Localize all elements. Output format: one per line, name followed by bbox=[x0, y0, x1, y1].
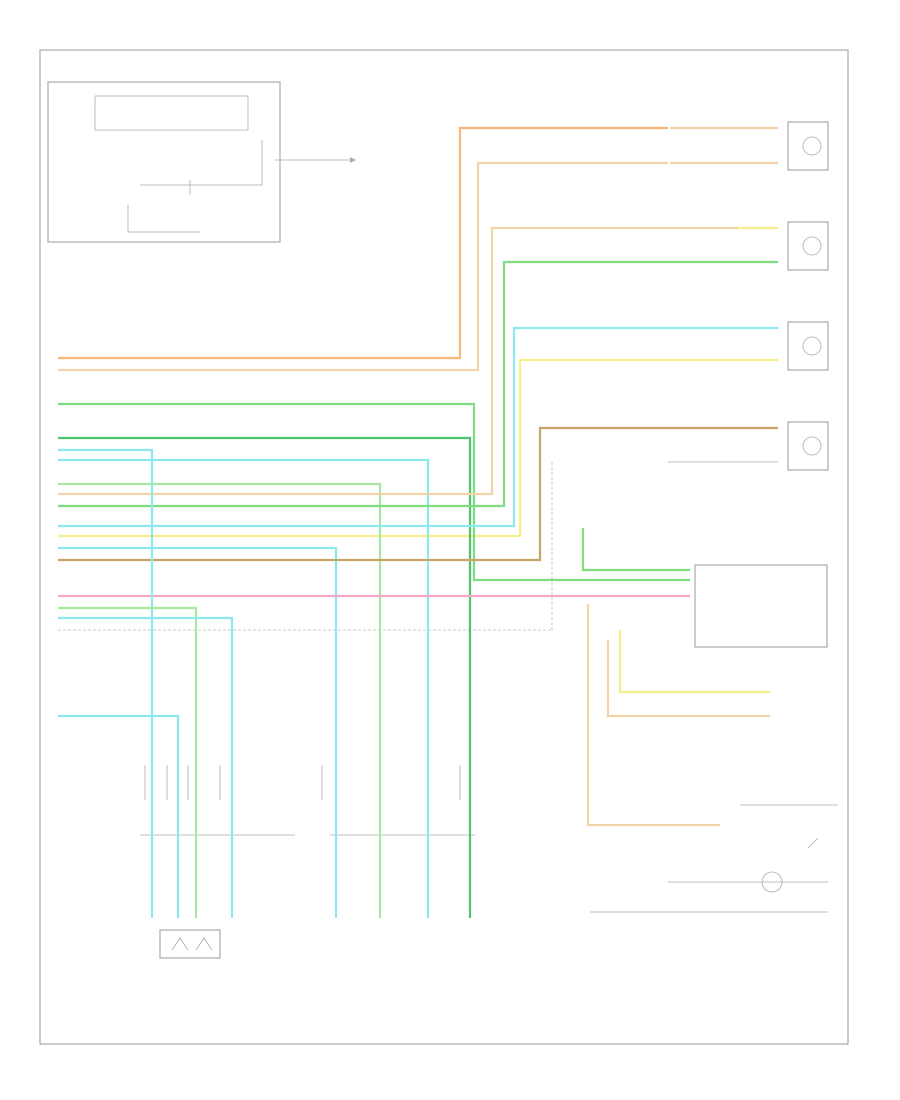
wheel-speed-sensor-rr bbox=[787, 421, 829, 471]
wire-brown-rf bbox=[58, 426, 668, 562]
wire-yellow-seat bbox=[618, 630, 770, 694]
module-connector-block bbox=[551, 462, 828, 648]
traction-control-switch bbox=[668, 837, 828, 893]
steering-wheel-switch-assembly bbox=[140, 834, 295, 959]
connector-stubs bbox=[144, 765, 461, 800]
wheel-speed-sensor-rf bbox=[787, 221, 829, 271]
wire-lightblue-sw3 bbox=[58, 714, 180, 918]
instrument-panel-cluster bbox=[47, 81, 356, 243]
wire-tan-rr bbox=[58, 161, 668, 372]
wire-lightgreen-1 bbox=[58, 482, 382, 918]
wire-tan-2 bbox=[58, 226, 738, 496]
arrow-icon bbox=[350, 157, 356, 163]
wire-green-sensor bbox=[581, 528, 690, 572]
wire-green-lr bbox=[58, 402, 690, 582]
wire-lightblue-sw2 bbox=[58, 616, 234, 918]
wheel-speed-sensor-lf bbox=[787, 321, 829, 371]
wire-darkgreen-1 bbox=[58, 436, 472, 918]
wire-tan-pedal bbox=[586, 604, 720, 827]
wire-lightgreen-sw bbox=[58, 606, 198, 918]
wire-lightblue-3 bbox=[58, 546, 338, 918]
wire-lightblue-sw1 bbox=[58, 448, 154, 918]
wire-lightblue-lf bbox=[58, 326, 738, 528]
wire-lightblue-1 bbox=[58, 458, 430, 918]
wire-green-lf bbox=[58, 260, 738, 508]
wire-tan-seat bbox=[606, 640, 770, 718]
wire-layer bbox=[58, 126, 778, 918]
wire-orange-rr bbox=[58, 126, 668, 360]
wire-yellow-lr bbox=[58, 358, 738, 538]
diagram-frame bbox=[39, 49, 849, 1045]
wheel-speed-sensor-lr bbox=[787, 121, 829, 171]
